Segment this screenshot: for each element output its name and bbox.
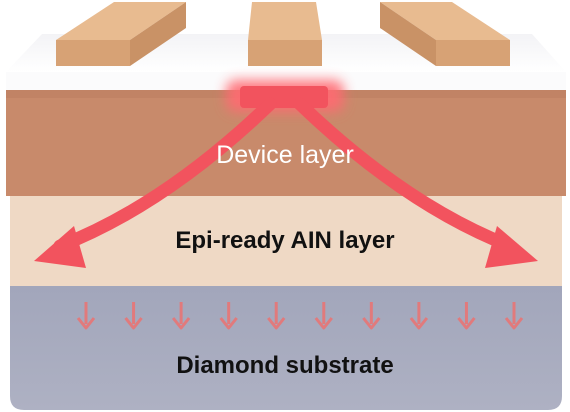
down-arrow [76,302,96,330]
substrate-heat-arrows [76,302,524,330]
heat-spread-arrows [34,97,538,268]
device-layer-label: Device layer [216,141,354,169]
epi-ain-layer [10,196,562,286]
down-arrow [409,302,429,330]
heat-arrow-left-shaft [53,97,277,253]
electrode-right [380,2,510,66]
epi-layer-label: Epi-ready AIN layer [175,227,395,254]
down-arrow [171,302,191,330]
hotspot [240,86,328,108]
electrode-middle [248,2,322,66]
down-arrow [314,302,333,330]
down-arrow [504,302,524,330]
down-arrow [362,302,381,330]
diamond-substrate [10,286,562,410]
electrodes [56,2,510,66]
down-arrow [267,302,286,330]
substrate-label: Diamond substrate [176,352,394,379]
heat-arrow-right-shaft [293,97,517,253]
electrode-left [56,2,186,66]
heat-arrow-right-head [485,226,538,268]
down-arrow [124,302,143,330]
heat-arrow-left-head [34,226,86,268]
down-arrow [219,302,238,330]
down-arrow [457,302,476,330]
